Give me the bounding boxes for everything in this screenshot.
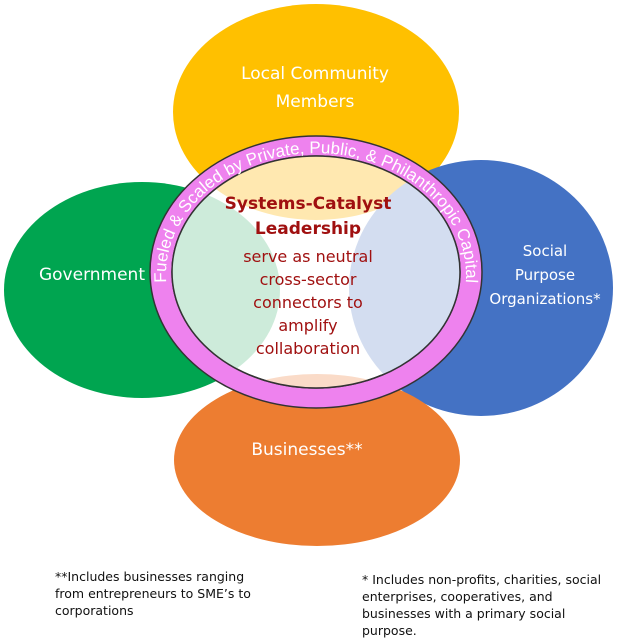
footnote-businesses: **Includes businesses ranging from entre… — [55, 569, 251, 618]
label-social-purpose: Social — [523, 242, 567, 260]
center-body: cross-sector — [260, 270, 357, 289]
center-body: serve as neutral — [243, 247, 373, 266]
footnote-social: * Includes non-profits, charities, socia… — [362, 572, 602, 638]
label-local-community: Members — [276, 92, 355, 112]
circle-businesses — [174, 374, 460, 546]
label-social-purpose: Organizations* — [489, 290, 601, 308]
center-title: Systems-Catalyst — [225, 194, 392, 214]
label-local-community: Local Community — [241, 64, 389, 84]
label-government: Government — [39, 265, 145, 285]
label-businesses: Businesses** — [251, 440, 362, 460]
center-title: Leadership — [255, 219, 361, 239]
label-social-purpose: Purpose — [515, 266, 575, 284]
center-body: collaboration — [256, 339, 360, 358]
center-body: amplify — [278, 316, 337, 335]
center-body: connectors to — [253, 293, 363, 312]
